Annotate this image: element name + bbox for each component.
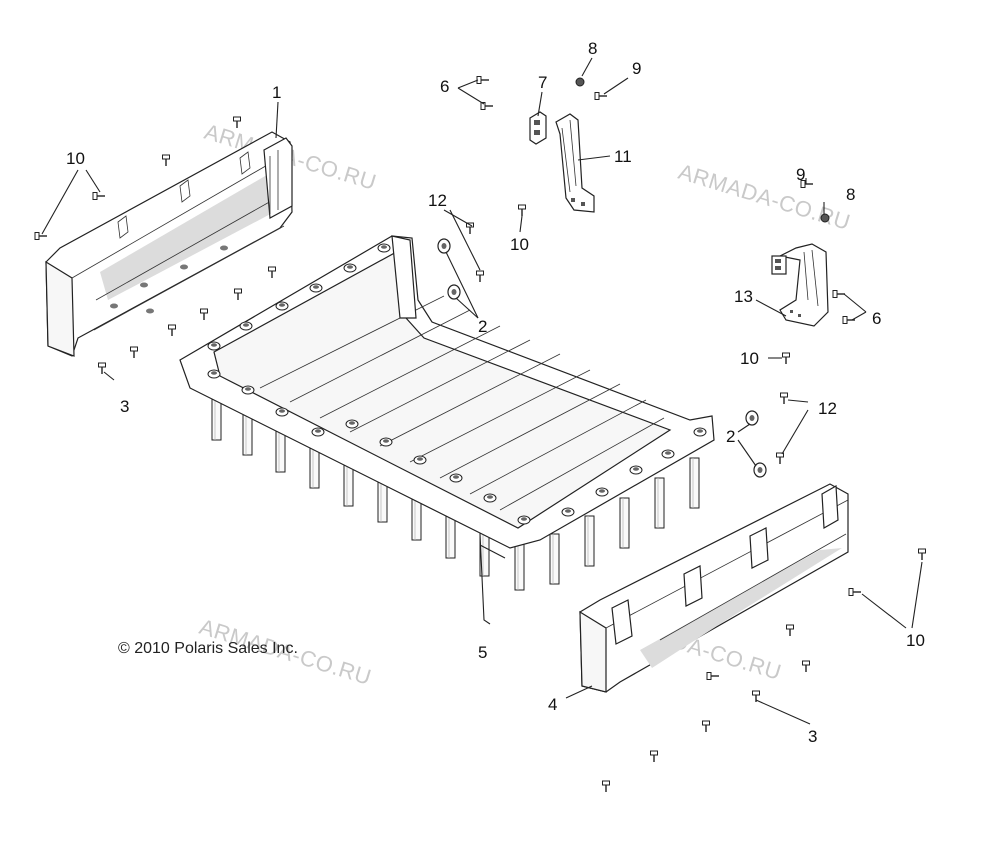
copyright-notice: © 2010 Polaris Sales Inc. [118, 640, 298, 657]
callout-3-left: 3 [120, 397, 129, 416]
callout-12-upper: 12 [428, 191, 447, 210]
callout-9-upper: 9 [632, 59, 641, 78]
callout-5: 5 [478, 643, 487, 662]
callout-10-center: 10 [510, 235, 529, 254]
callout-8-upper: 8 [588, 39, 597, 58]
part-5-cargo-box [179, 235, 715, 625]
part-13-bracket [771, 243, 829, 327]
callout-10-left: 10 [66, 149, 85, 168]
callout-9-right: 9 [796, 165, 805, 184]
callout-10-right: 10 [740, 349, 759, 368]
part-7-plate [529, 111, 547, 145]
callouts: 1 2 2 3 3 4 5 6 6 7 8 8 9 9 10 10 10 10 … [66, 39, 925, 746]
part-1-left-side-panel [45, 131, 293, 357]
callout-2-lower: 2 [726, 427, 735, 446]
part-4-right-side-panel [579, 483, 849, 693]
leader-lines [41, 57, 923, 725]
callout-1: 1 [272, 83, 281, 102]
callout-4: 4 [548, 695, 557, 714]
hardware [34, 75, 927, 793]
callout-13: 13 [734, 287, 753, 306]
callout-11: 11 [614, 147, 632, 166]
watermark-top-right: ARMADA-CO.RU [676, 159, 854, 235]
callout-6-upper: 6 [440, 77, 449, 96]
part-11-bracket [555, 113, 595, 213]
callout-6-right: 6 [872, 309, 881, 328]
callout-7: 7 [538, 73, 547, 92]
callout-2-upper: 2 [478, 317, 487, 336]
callout-10-bottom: 10 [906, 631, 925, 650]
callout-12-lower: 12 [818, 399, 837, 418]
callout-8-right: 8 [846, 185, 855, 204]
callout-3-right: 3 [808, 727, 817, 746]
